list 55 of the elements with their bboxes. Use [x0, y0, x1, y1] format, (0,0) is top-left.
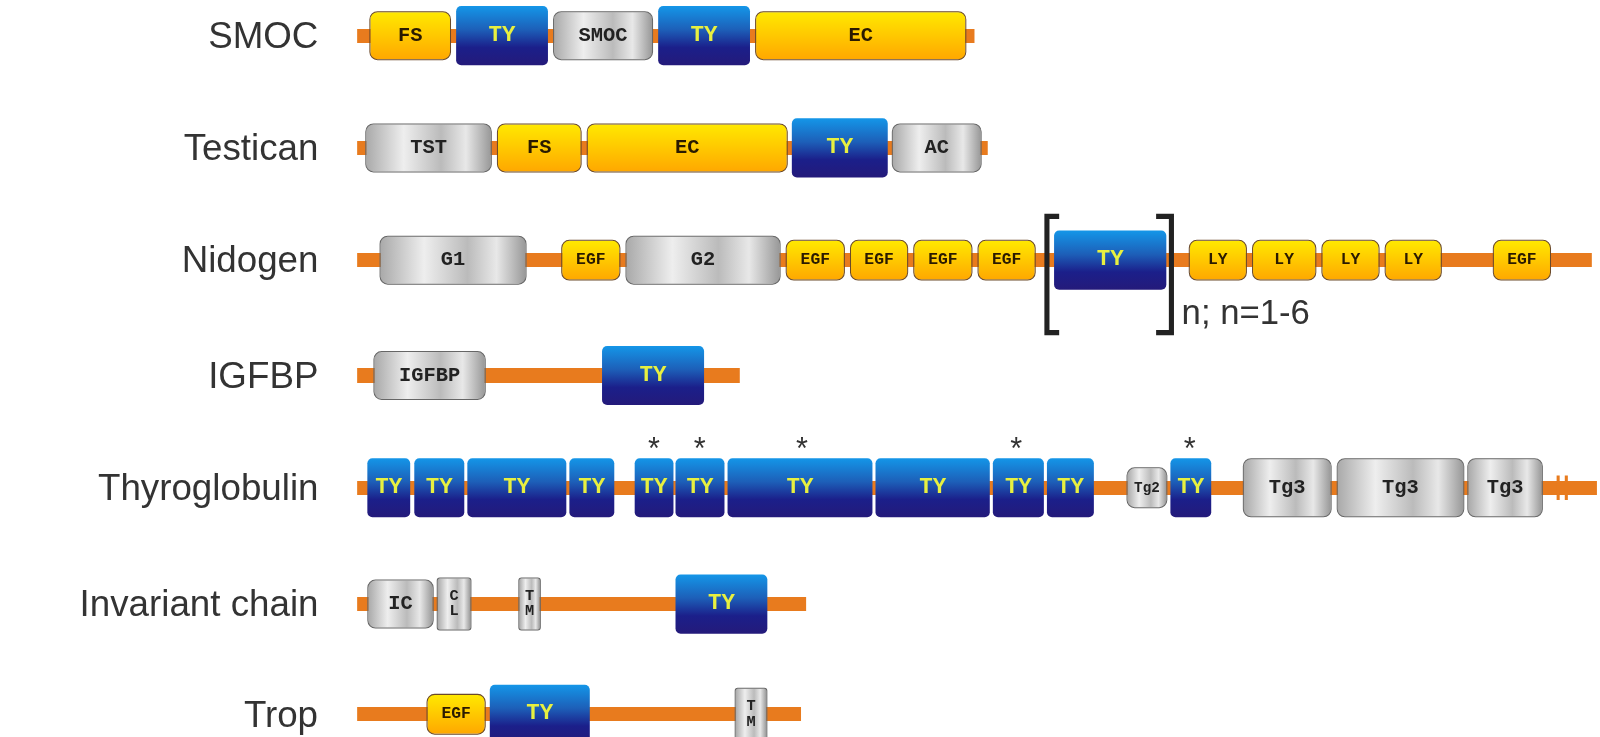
domain-box: Tg3: [1336, 458, 1465, 518]
domain-box: T M: [518, 577, 541, 631]
ty-domain-box: TY: [602, 345, 705, 406]
protein-name: Invariant chain: [79, 582, 319, 626]
ty-domain-box: TY: [634, 458, 674, 518]
domain-box: EGF: [426, 693, 486, 735]
domain-box: G2: [625, 235, 781, 285]
ty-domain-box: TY: [414, 458, 465, 518]
domain-box: EC: [586, 123, 788, 173]
domain-box: EGF: [850, 239, 909, 281]
ty-domain-box: TY: [658, 6, 750, 66]
ty-domain-box: TY: [727, 458, 873, 518]
domain-box: IC: [367, 579, 434, 629]
domain-box: Tg2: [1126, 467, 1168, 509]
domain-box: T M: [734, 687, 768, 737]
ty-domain-box: TY: [675, 458, 725, 518]
domain-box: G1: [379, 235, 527, 285]
repeat-count-note: n; n=1-6: [1181, 292, 1310, 333]
protein-name: SMOC: [208, 14, 319, 58]
protein-name: Nidogen: [181, 238, 319, 282]
protein-name: Trop: [243, 692, 319, 736]
domain-box: FS: [369, 11, 451, 61]
domain-box: Tg3: [1467, 458, 1543, 518]
ty-domain-box: TY: [1046, 458, 1094, 518]
ty-domain-box: TY: [1170, 458, 1212, 518]
domain-box: Tg3: [1242, 458, 1332, 518]
protein-name: Testican: [183, 126, 319, 170]
ty-domain-box: TY: [367, 458, 411, 518]
domain-box: EGF: [977, 239, 1036, 281]
protein-name: Thyroglobulin: [97, 466, 319, 510]
ty-domain-box: TY: [875, 458, 990, 518]
domain-box: EGF: [913, 239, 973, 281]
ty-domain-box: TY: [489, 684, 590, 737]
ty-domain-box: TY: [1054, 230, 1167, 290]
domain-box: C L: [436, 577, 472, 631]
domain-box: SMOC: [553, 11, 654, 61]
ty-domain-box: TY: [992, 458, 1044, 518]
domain-box: TST: [365, 123, 492, 173]
ty-domain-box: TY: [467, 458, 567, 518]
ty-domain-box: TY: [456, 6, 548, 66]
protein-name: IGFBP: [208, 354, 319, 397]
domain-box: EGF: [785, 239, 845, 281]
ty-domain-box: TY: [675, 574, 768, 634]
domain-box: EC: [755, 11, 967, 61]
domain-box: LY: [1188, 239, 1247, 281]
ty-domain-box: TY: [569, 458, 615, 518]
domain-box: LY: [1384, 239, 1442, 281]
domain-box: EGF: [1492, 239, 1551, 281]
domain-box: EGF: [561, 239, 621, 281]
domain-box: LY: [1252, 239, 1317, 281]
domain-box: FS: [496, 123, 582, 173]
domain-box: IGFBP: [373, 351, 486, 400]
domain-box: LY: [1321, 239, 1380, 281]
domain-box: AC: [891, 123, 982, 173]
ty-domain-box: TY: [791, 118, 888, 178]
